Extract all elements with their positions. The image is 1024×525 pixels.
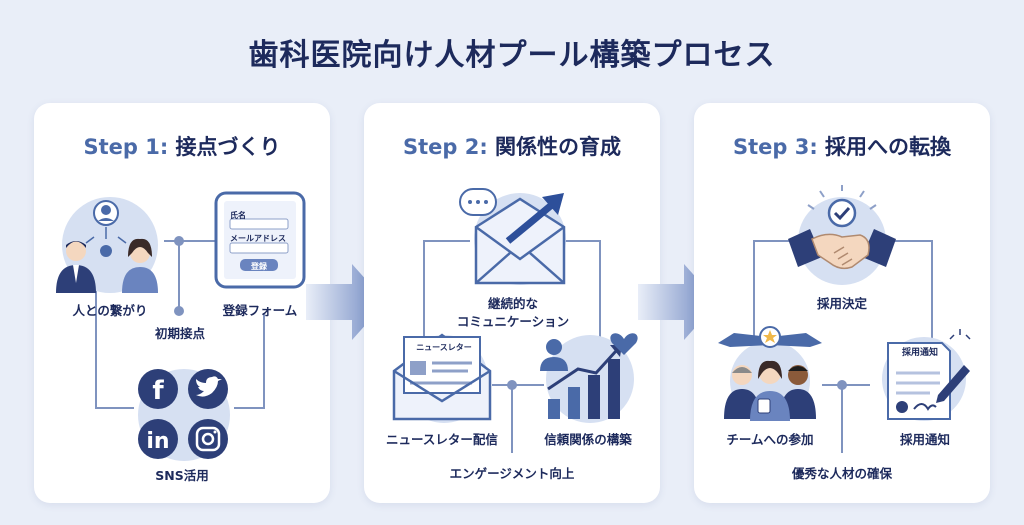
- people-label: 人との繋がり: [72, 303, 148, 318]
- notice-label: 採用通知: [899, 432, 950, 447]
- svg-text:f: f: [152, 376, 164, 406]
- tablet-form-icon: [214, 191, 306, 295]
- form-name-label: 氏名: [230, 211, 246, 220]
- notice-doc-title: 採用通知: [901, 348, 938, 358]
- sns-icons: f in: [130, 363, 238, 467]
- communication-label-1: 継続的な: [487, 296, 538, 311]
- form-submit-button[interactable]: 登録: [251, 262, 267, 271]
- step-2-card: Step 2: 関係性の育成 継続的な コミュニケーション: [364, 103, 660, 503]
- step-1-number: Step 1:: [83, 135, 169, 159]
- engagement-label: エンゲージメント向上: [449, 466, 575, 481]
- step-1-connectors: [95, 236, 265, 409]
- trust-label: 信頼関係の構築: [544, 432, 632, 447]
- team-icon: [714, 323, 826, 427]
- step-2-number: Step 2:: [402, 135, 488, 159]
- continuous-communication-icon: [458, 183, 578, 293]
- trust-growth-icon: [538, 329, 642, 429]
- step-1-heading: 接点づくり: [175, 135, 281, 159]
- sns-label: SNS活用: [155, 468, 209, 483]
- page-title: 歯科医院向け人材プール構築プロセス: [248, 38, 776, 73]
- initial-contact-label: 初期接点: [154, 326, 205, 341]
- form-email-label: メールアドレス: [230, 234, 286, 243]
- step-2-title: Step 2: 関係性の育成: [364, 131, 660, 161]
- svg-text:in: in: [146, 429, 169, 454]
- decision-label: 採用決定: [816, 296, 867, 311]
- communication-label-2: コミュニケーション: [456, 314, 570, 329]
- step-3-card: Step 3: 採用への転換 採用決定: [694, 103, 990, 503]
- hiring-notice-icon: [874, 325, 974, 429]
- team-label: チームへの参加: [726, 432, 814, 447]
- step-3-number: Step 3:: [732, 135, 818, 159]
- newsletter-icon: [388, 331, 498, 427]
- step-3-heading: 採用への転換: [825, 135, 952, 159]
- secure-talent-label: 優秀な人材の確保: [791, 466, 892, 481]
- form-label: 登録フォーム: [222, 303, 298, 318]
- step-1-title: Step 1: 接点づくり: [34, 131, 330, 161]
- step-3-connectors: [753, 240, 933, 453]
- step-1-card: Step 1: 接点づくり: [34, 103, 330, 503]
- handshake-icon: [782, 183, 902, 291]
- step-3-title: Step 3: 採用への転換: [694, 131, 990, 161]
- newsletter-tag: ニュースレター: [416, 343, 472, 352]
- step-2-heading: 関係性の育成: [495, 135, 622, 159]
- newsletter-label: ニュースレター配信: [386, 432, 498, 447]
- people-connection-icon: [48, 193, 173, 297]
